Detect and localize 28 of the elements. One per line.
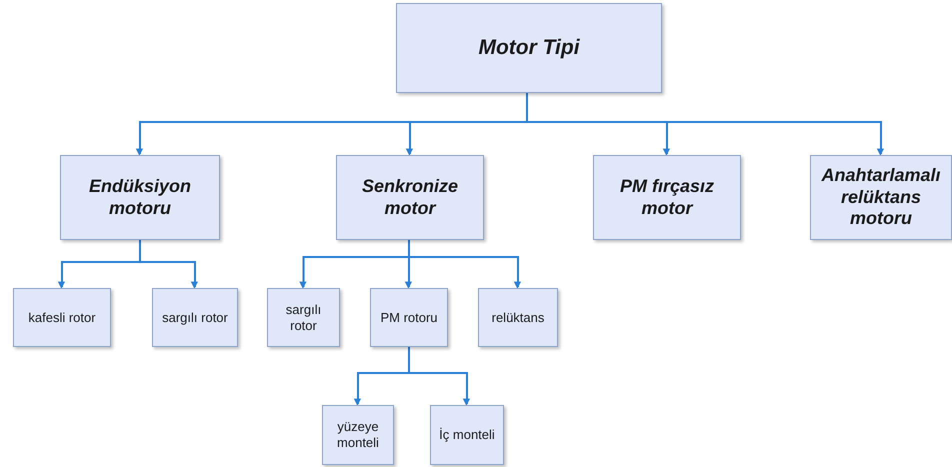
box-label: yüzeye monteli: [336, 419, 380, 451]
process-box: [322, 405, 394, 465]
box-label: sargılı rotor: [284, 302, 322, 334]
connector-arrow: [526, 93, 884, 156]
process-box: [396, 3, 662, 93]
box-label: Motor Tipi: [478, 35, 580, 61]
box-label: PM fırçasız motor: [618, 176, 716, 220]
process-box: [13, 288, 111, 347]
process-box: [478, 288, 558, 347]
box-label: kafesli rotor: [28, 310, 96, 326]
connector-arrow: [139, 240, 198, 289]
box-label: sargılı rotor: [162, 310, 228, 326]
box-label: relüktans: [492, 310, 544, 326]
box-label: Anahtarlamalı relüktans motoru: [820, 165, 942, 230]
connector-arrow: [408, 347, 470, 406]
connector-arrow: [408, 240, 521, 289]
box-label: İç monteli: [439, 427, 495, 443]
box-label: PM rotoru: [380, 310, 438, 326]
process-box: [267, 288, 340, 347]
process-box: [430, 405, 504, 465]
process-box: [60, 155, 220, 240]
box-label: Senkronize motor: [360, 176, 460, 220]
process-box: [336, 155, 484, 240]
box-label: Endüksiyon motoru: [88, 176, 192, 220]
process-box: [370, 288, 448, 347]
process-box: [810, 155, 952, 240]
process-box: [152, 288, 238, 347]
process-box: [593, 155, 741, 240]
